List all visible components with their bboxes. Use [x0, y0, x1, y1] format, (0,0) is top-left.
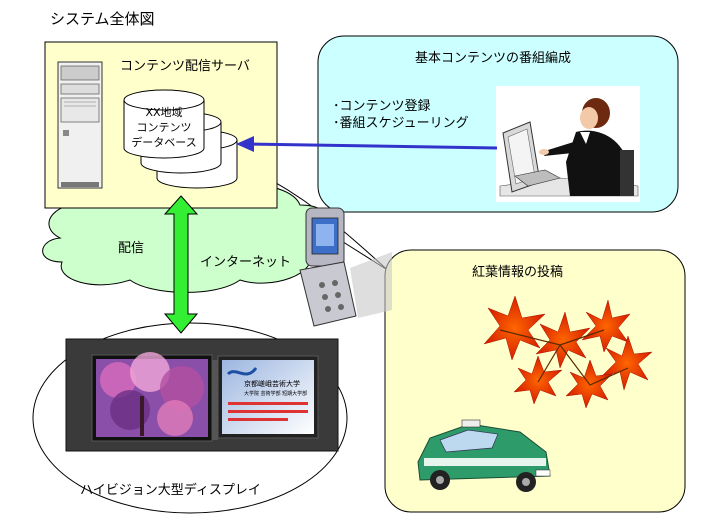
- server-box-label: コンテンツ配信サーバ: [120, 59, 250, 74]
- large-display-icon: 京都嵯峨芸術大学 大学院 芸術学部 短期大学部: [65, 338, 339, 452]
- mobile-phone-icon: [299, 207, 392, 327]
- display-label: ハイビジョン大型ディスプレイ: [80, 482, 261, 498]
- display-screen-university: 京都嵯峨芸術大学: [244, 379, 300, 388]
- post-box-label: 紅葉情報の投稿: [472, 264, 563, 280]
- registration-arrow: [236, 136, 498, 152]
- delivery-double-arrow: [163, 195, 199, 334]
- db-line-region: XX地域: [145, 106, 182, 119]
- content-item-register: ･コンテンツ登録: [333, 99, 431, 114]
- post-box: 紅葉情報の投稿: [384, 249, 686, 513]
- content-item-schedule: ･番組スケジューリング: [333, 116, 469, 131]
- cloud-internet-label: インターネット: [200, 255, 291, 270]
- database-icon: XX地域 コンテンツ データベース: [123, 89, 238, 189]
- cloud-delivery-label: 配信: [118, 241, 144, 256]
- db-line-contents: コンテンツ: [137, 121, 192, 134]
- display-screen-faculties: 大学院 芸術学部 短期大学部: [244, 390, 307, 397]
- server-box: コンテンツ配信サーバ XX地域 コンテンツ データベース: [44, 41, 278, 209]
- person-at-computer-icon: [496, 86, 640, 202]
- server-tower-icon: [57, 61, 103, 189]
- content-box-label: 基本コンテンツの番組編成: [415, 50, 571, 66]
- content-programming-box: 基本コンテンツの番組編成 ･コンテンツ登録 ･番組スケジューリング: [317, 35, 679, 213]
- taxi-icon: [417, 419, 551, 492]
- db-line-database: データベース: [131, 135, 196, 149]
- diagram-title: システム全体図: [50, 10, 155, 28]
- branch-icon: [499, 329, 629, 386]
